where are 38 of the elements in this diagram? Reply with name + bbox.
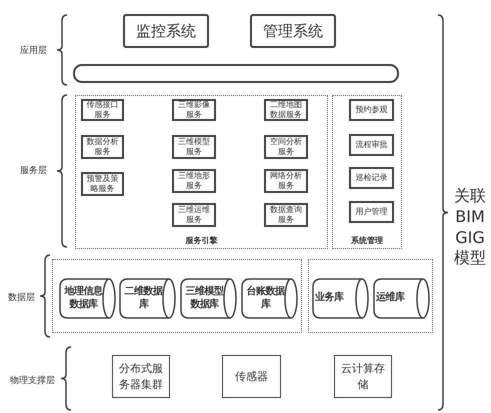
layer-label: 应用层: [20, 44, 47, 57]
layer-label: 物理支撑层: [10, 374, 55, 387]
service-box: 流程审批: [349, 134, 394, 156]
rounded-bar: [73, 64, 399, 83]
service-box: 用户管理: [349, 201, 394, 223]
hardware-box: 分布式服务器集群: [112, 355, 170, 398]
service-box: 三维模型服务: [172, 135, 216, 159]
service-box: 网络分析服务: [264, 169, 308, 193]
hardware-box: 传感器: [222, 355, 281, 398]
service-box: 三维影像服务: [172, 99, 216, 121]
database-cylinder: 业务库: [312, 278, 369, 319]
group-title: 服务引擎: [184, 235, 218, 246]
service-box: 预约参观: [349, 99, 394, 121]
database-cylinder: 运维库: [373, 278, 430, 319]
group-title: 系统管理: [350, 235, 384, 246]
side-label: 关联BIM GIG模型: [453, 186, 487, 270]
system-box: 管理系统: [250, 14, 336, 48]
dashed-group-box: [75, 95, 328, 249]
database-cylinder: 地理信息数据库: [59, 278, 116, 319]
service-box: 三维运维服务: [172, 203, 216, 227]
dashed-group-box: [308, 259, 433, 333]
service-box: 数据分析服务: [81, 135, 124, 159]
layer-label: 数据层: [8, 292, 35, 304]
dashed-group-box: [332, 95, 402, 249]
database-cylinder: 三维模型数据库: [180, 278, 237, 319]
service-box: 数据查询服务: [264, 203, 308, 227]
database-cylinder: 台账数据库: [241, 278, 298, 319]
service-box: 传感接口服务: [81, 99, 124, 121]
service-box: 三维地形服务: [172, 169, 216, 193]
database-cylinder: 二维数据库: [119, 278, 176, 319]
service-box: 预警及策略服务: [81, 172, 124, 196]
service-box: 巡检记录: [349, 167, 394, 189]
service-box: 空间分析服务: [264, 135, 308, 159]
layer-label: 服务层: [20, 164, 47, 177]
dashed-group-box: [52, 259, 302, 333]
hardware-box: 云计算存储: [334, 355, 392, 398]
system-box: 监控系统: [123, 14, 209, 48]
service-box: 二维地图数据服务: [264, 99, 308, 121]
